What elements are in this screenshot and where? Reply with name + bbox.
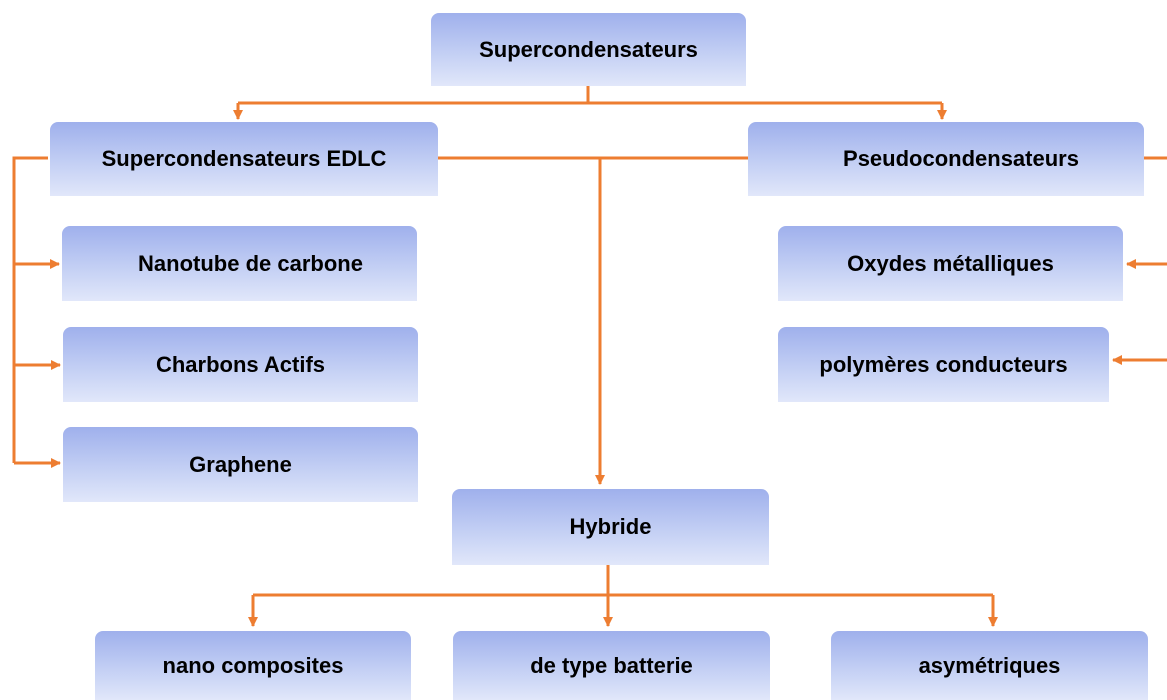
node-de-type-batterie: de type batterie — [453, 631, 770, 700]
node-charbons-actifs: Charbons Actifs — [63, 327, 418, 402]
node-supercondensateurs: Supercondensateurs — [431, 13, 746, 86]
node-nano-composites: nano composites — [95, 631, 411, 700]
connector-edlc-rail — [12, 156, 48, 463]
node-polymeres-conducteurs: polymères conducteurs — [778, 327, 1109, 402]
node-hybride: Hybride — [452, 489, 769, 565]
node-pseudocondensateurs: Pseudocondensateurs — [748, 122, 1144, 196]
node-oxydes-metalliques: Oxydes métalliques — [778, 226, 1123, 301]
node-asymetriques: asymétriques — [831, 631, 1148, 700]
node-nanotube-de-carbone: Nanotube de carbone — [62, 226, 417, 301]
node-graphene: Graphene — [63, 427, 418, 502]
node-supercondensateurs-edlc: Supercondensateurs EDLC — [50, 122, 438, 196]
